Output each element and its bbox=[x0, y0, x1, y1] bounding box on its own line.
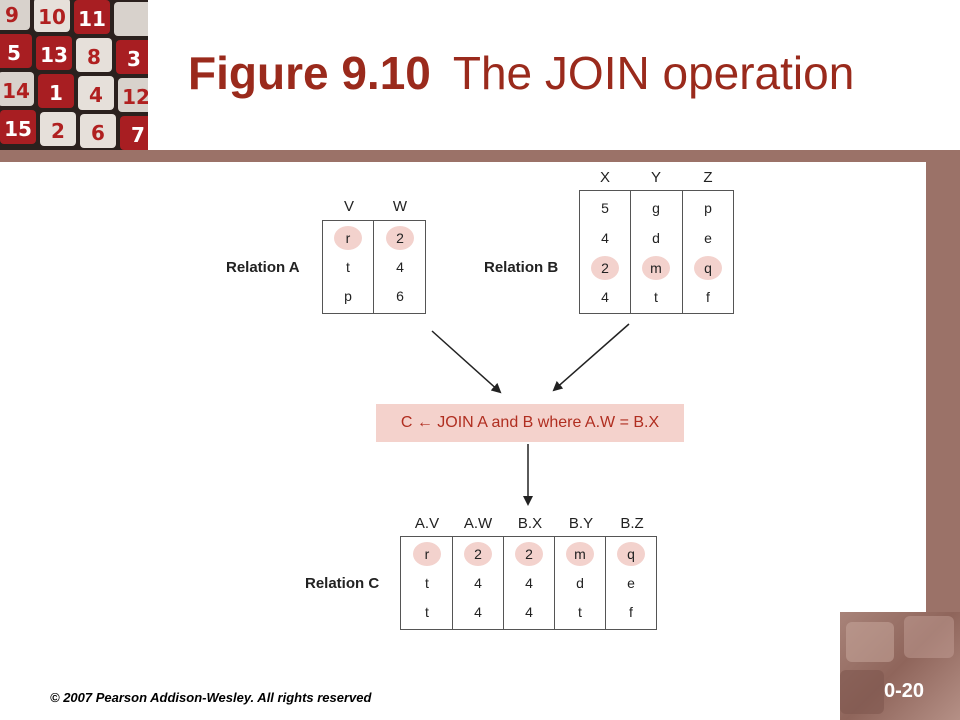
relation-c-cell: t bbox=[578, 604, 582, 620]
relation-b-cell: 4 bbox=[601, 230, 609, 246]
relation-b-cell: m bbox=[642, 256, 670, 280]
tile-label: 8 bbox=[87, 45, 101, 69]
relation-a-col-header: V bbox=[343, 198, 354, 215]
relation-a-cell: 2 bbox=[386, 226, 414, 250]
sliding-puzzle-logo: 9 10 11 5 13 8 3 14 1 4 12 15 2 6 7 bbox=[0, 0, 148, 150]
tile-label: 11 bbox=[78, 7, 106, 31]
relation-b-cell: g bbox=[652, 200, 660, 216]
relation-c-label: Relation C bbox=[305, 575, 380, 592]
tile-label: 9 bbox=[5, 3, 19, 27]
column-divider bbox=[503, 537, 504, 629]
relation-c-cell: q bbox=[617, 542, 645, 566]
relation-c-cell: e bbox=[627, 575, 635, 591]
slide-title: Figure 9.10 The JOIN operation bbox=[188, 46, 854, 100]
tile-label: 1 bbox=[49, 81, 63, 105]
tile-label: 15 bbox=[4, 117, 32, 141]
puzzle-tiles-graphic: 9 10 11 5 13 8 3 14 1 4 12 15 2 6 7 bbox=[0, 0, 148, 150]
relation-c-cell: t bbox=[425, 575, 429, 591]
relation-a-cell: 6 bbox=[396, 288, 404, 304]
relation-a-cell: 4 bbox=[396, 259, 404, 275]
arrow-from-relation-b bbox=[552, 323, 630, 392]
header-divider-band bbox=[0, 150, 960, 162]
tile-label: 5 bbox=[7, 41, 21, 65]
column-divider bbox=[452, 537, 453, 629]
relation-b-col-header: Y bbox=[650, 169, 661, 186]
keyboard-keys-graphic bbox=[840, 616, 954, 714]
relation-b-cell: p bbox=[704, 200, 712, 216]
relation-a-cell: r bbox=[334, 226, 362, 250]
relation-c-col-header: B.Y bbox=[568, 515, 594, 532]
relation-c-cell: 4 bbox=[474, 575, 482, 591]
column-divider bbox=[682, 191, 683, 313]
relation-b-cell: e bbox=[704, 230, 712, 246]
tile-label: 6 bbox=[91, 121, 105, 145]
slide-number: 0-20 bbox=[884, 680, 925, 702]
relation-b-cell: 5 bbox=[601, 200, 609, 216]
relation-c-cell: 4 bbox=[525, 575, 533, 591]
figure-number: Figure 9.10 bbox=[188, 47, 431, 99]
column-divider bbox=[554, 537, 555, 629]
relation-c-col-header: B.Z bbox=[620, 515, 644, 532]
relation-b-cell: 2 bbox=[591, 256, 619, 280]
relation-b-cell: 4 bbox=[601, 289, 609, 305]
relation-c-cell: r bbox=[413, 542, 441, 566]
relation-b-cell: d bbox=[652, 230, 660, 246]
relation-b-cell: q bbox=[694, 256, 722, 280]
tile-label: 13 bbox=[40, 43, 68, 67]
relation-c-col-header: A.V bbox=[414, 515, 440, 532]
tile-label: 4 bbox=[89, 83, 103, 107]
relation-a-cell: p bbox=[344, 288, 352, 304]
relation-c-cell: d bbox=[576, 575, 584, 591]
relation-a-cell: t bbox=[346, 259, 350, 275]
copyright-notice: © 2007 Pearson Addison-Wesley. All right… bbox=[50, 690, 372, 705]
relation-c-cell: f bbox=[629, 604, 633, 620]
column-divider bbox=[373, 221, 374, 313]
relation-b-table: 5 g p 4 d e 2 m q 4 t f bbox=[579, 190, 734, 314]
tile-label: 10 bbox=[38, 5, 66, 29]
relation-c-col-header: B.X bbox=[517, 515, 543, 532]
tile-label: 7 bbox=[131, 123, 145, 147]
relation-c-cell: 2 bbox=[515, 542, 543, 566]
relation-c-cell: t bbox=[425, 604, 429, 620]
relation-c-table: r 2 2 m q t 4 4 d e t 4 4 t f bbox=[400, 536, 657, 630]
relation-b-col-header: Z bbox=[703, 169, 713, 186]
column-divider bbox=[605, 537, 606, 629]
relation-b-col-header: X bbox=[599, 169, 610, 186]
arrow-from-relation-a bbox=[431, 330, 502, 394]
keyboard-corner-graphic bbox=[840, 612, 960, 720]
relation-a-label: Relation A bbox=[226, 259, 300, 276]
relation-c-cell: 2 bbox=[464, 542, 492, 566]
join-operation-box: C ← JOIN A and B where A.W = B.X bbox=[376, 404, 684, 442]
relation-b-cell: t bbox=[654, 289, 658, 305]
relation-c-col-header: A.W bbox=[463, 515, 493, 532]
relation-b-cell: f bbox=[706, 289, 710, 305]
tile-label: 12 bbox=[122, 85, 148, 109]
relation-c-cell: m bbox=[566, 542, 594, 566]
column-divider bbox=[630, 191, 631, 313]
relation-c-cell: 4 bbox=[525, 604, 533, 620]
relation-a-table: r 2 t 4 p 6 bbox=[322, 220, 426, 314]
tile-label: 2 bbox=[51, 119, 65, 143]
relation-b-label: Relation B bbox=[484, 259, 559, 276]
relation-c-cell: 4 bbox=[474, 604, 482, 620]
figure-title: The JOIN operation bbox=[452, 47, 855, 99]
tile-label: 14 bbox=[2, 79, 30, 103]
tile-label: 3 bbox=[127, 47, 141, 71]
relation-a-col-header: W bbox=[392, 198, 408, 215]
